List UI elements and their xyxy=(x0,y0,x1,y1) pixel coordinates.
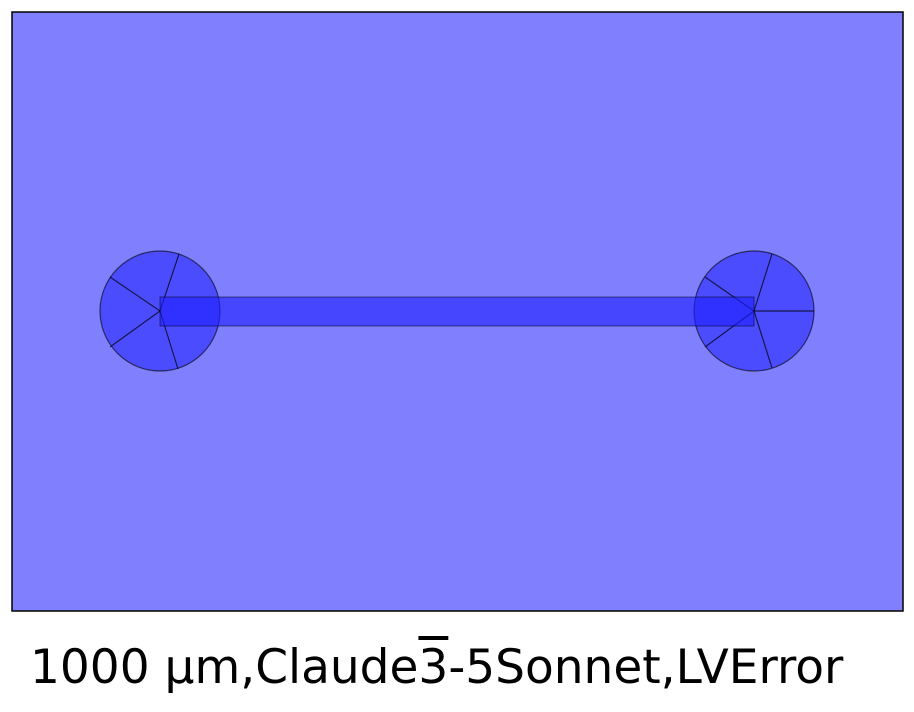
layout-diagram xyxy=(11,11,904,612)
caption-scale: 1000 µm, xyxy=(30,640,256,695)
caption-overlined-digit: 3 xyxy=(418,640,449,695)
figure-caption: 1000 µm,Claude3-5Sonnet,LVError xyxy=(30,644,843,691)
left-pad-segments xyxy=(109,253,180,370)
caption-suffix: -5Sonnet,LVError xyxy=(448,640,844,695)
connecting-channel xyxy=(159,296,755,327)
caption-prefix: Claude xyxy=(255,640,419,695)
